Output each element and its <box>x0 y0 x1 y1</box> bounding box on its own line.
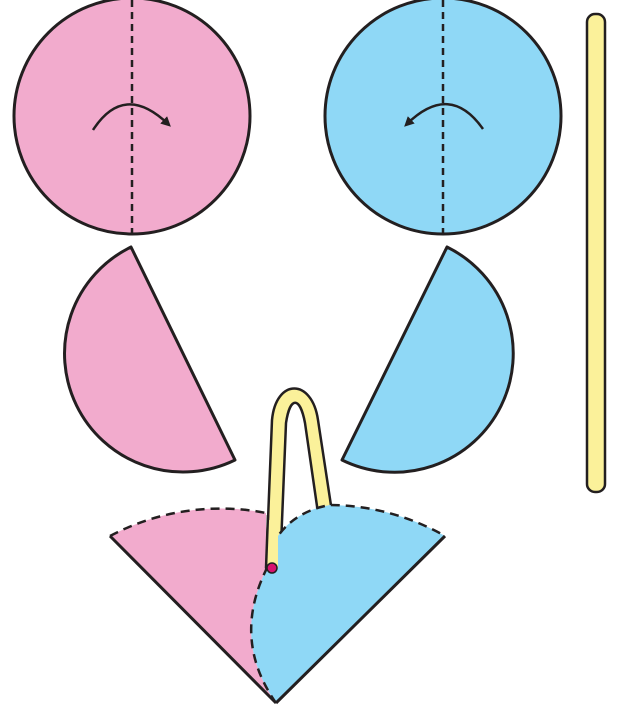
blue-circle-step <box>325 0 561 234</box>
pink-half-circle <box>65 247 235 472</box>
blue-cone-piece <box>251 505 445 703</box>
paper-strip <box>587 14 605 492</box>
pink-circle-step <box>14 0 250 234</box>
glue-dot-icon <box>267 563 277 573</box>
pink-cone-piece <box>110 509 276 703</box>
blue-half-circle <box>342 247 513 472</box>
